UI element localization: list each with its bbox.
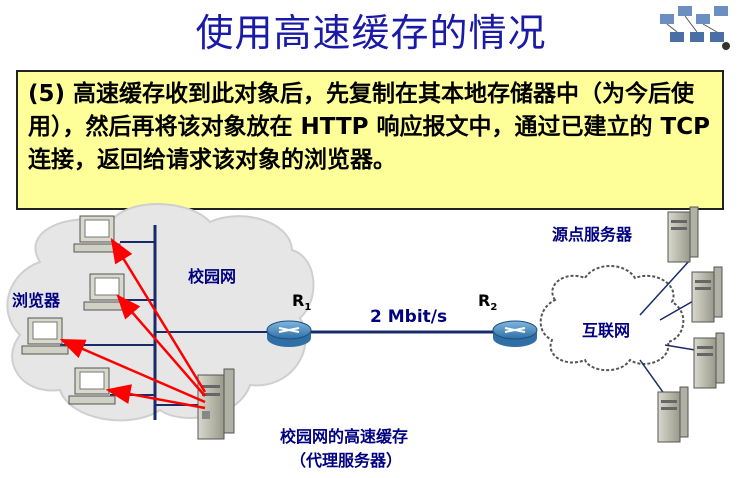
link-speed-label: 2 Mbit/s: [370, 307, 447, 327]
browser-label: 浏览器: [12, 291, 61, 310]
computer-icon: [68, 367, 116, 405]
response-arrow: [116, 294, 206, 397]
server-link: [659, 299, 696, 321]
cache-server-icon: [197, 368, 235, 440]
router-r1-icon: [266, 320, 312, 347]
server-icon: [693, 332, 725, 389]
router-r1-label: R1: [292, 291, 311, 313]
server-icon: [691, 266, 723, 323]
description-box: (5) 高速缓存收到此对象后，先复制在其本地存储器中（为今后使用），然后再将该对…: [16, 70, 724, 210]
origin-server-label: 源点服务器: [552, 225, 633, 244]
internet-label: 互联网: [582, 321, 630, 340]
router-r2-label: R2: [478, 291, 497, 313]
router-r2-icon: [492, 320, 538, 347]
router-r1-letter: R: [292, 291, 304, 310]
campus-cloud: [6, 203, 315, 422]
internet-cloud: [539, 265, 685, 372]
cache-label-line1: 校园网的高速缓存: [280, 427, 408, 446]
router-r2-letter: R: [478, 291, 490, 310]
cache-label-line2: （代理服务器）: [290, 451, 402, 470]
response-arrow: [59, 338, 206, 404]
campus-net-label: 校园网: [188, 267, 236, 286]
router-r2-subscript: 2: [490, 302, 497, 313]
computer-icon: [73, 215, 121, 253]
response-arrow: [110, 237, 207, 393]
computer-icon: [21, 317, 69, 355]
server-link: [639, 259, 691, 316]
computer-icon: [83, 273, 131, 311]
response-arrow: [105, 384, 206, 410]
server-icon: [657, 386, 689, 443]
page-title: 使用高速缓存的情况: [195, 11, 547, 55]
server-icon: [667, 206, 699, 263]
router-r1-subscript: 1: [304, 302, 311, 313]
server-link: [664, 344, 696, 351]
server-link: [639, 359, 666, 396]
